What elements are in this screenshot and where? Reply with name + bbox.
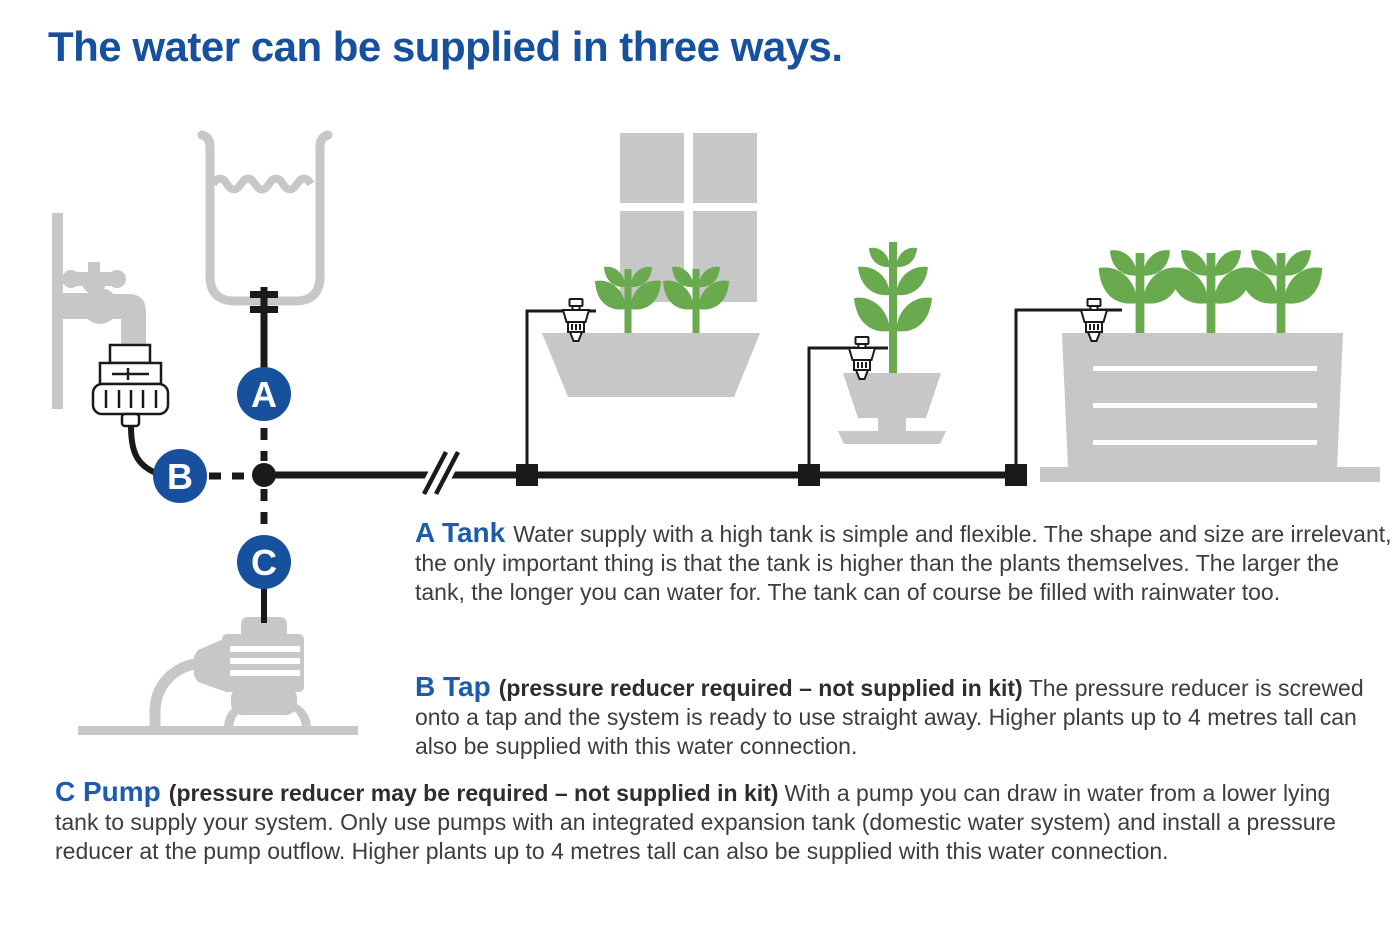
tap-hose xyxy=(128,425,158,476)
plant-icon xyxy=(1169,250,1253,333)
label-b-badge: B xyxy=(153,449,207,503)
flower-pot xyxy=(838,373,946,444)
section-a-body: Water supply with a high tank is simple … xyxy=(415,521,1392,605)
window-box-planter xyxy=(542,333,760,397)
drip-stake-icon xyxy=(848,336,876,380)
section-b-heading: B Tap xyxy=(415,671,491,702)
section-b-note: (pressure reducer required – not supplie… xyxy=(498,675,1023,701)
section-a-heading: A Tank xyxy=(415,517,506,548)
tank-icon xyxy=(197,130,333,306)
page-title: The water can be supplied in three ways. xyxy=(48,23,843,70)
plant-icon xyxy=(1239,250,1323,333)
label-c-badge: C xyxy=(237,535,291,589)
label-b-text: B xyxy=(167,456,193,497)
section-b-tap: B Tap (pressure reducer required – not su… xyxy=(415,672,1393,761)
plant-icon xyxy=(1098,250,1182,333)
section-c-heading: C Pump xyxy=(55,776,161,807)
trough-planter xyxy=(1040,333,1380,482)
tap-icon xyxy=(52,213,146,409)
tee-connector-3 xyxy=(1005,464,1027,486)
tee-connector-1 xyxy=(516,464,538,486)
water-level-icon xyxy=(209,174,315,194)
tank-outlet-fitting xyxy=(250,287,278,368)
pump-icon xyxy=(78,617,358,735)
label-a-badge: A xyxy=(237,367,291,421)
pressure-reducer-icon xyxy=(91,343,170,428)
section-b-body: The pressure reducer is screwed onto a t… xyxy=(415,675,1364,759)
label-a-text: A xyxy=(251,374,277,415)
label-c-text: C xyxy=(251,542,277,583)
section-c-pump: C Pump (pressure reducer may be required … xyxy=(55,777,1363,866)
tee-connector-2 xyxy=(798,464,820,486)
junction-node xyxy=(252,463,276,487)
ground-line xyxy=(78,726,358,735)
pipe-break-icon xyxy=(418,448,464,498)
section-c-note: (pressure reducer may be required – not … xyxy=(168,780,779,806)
section-c-body: With a pump you can draw in water from a… xyxy=(55,780,1336,864)
